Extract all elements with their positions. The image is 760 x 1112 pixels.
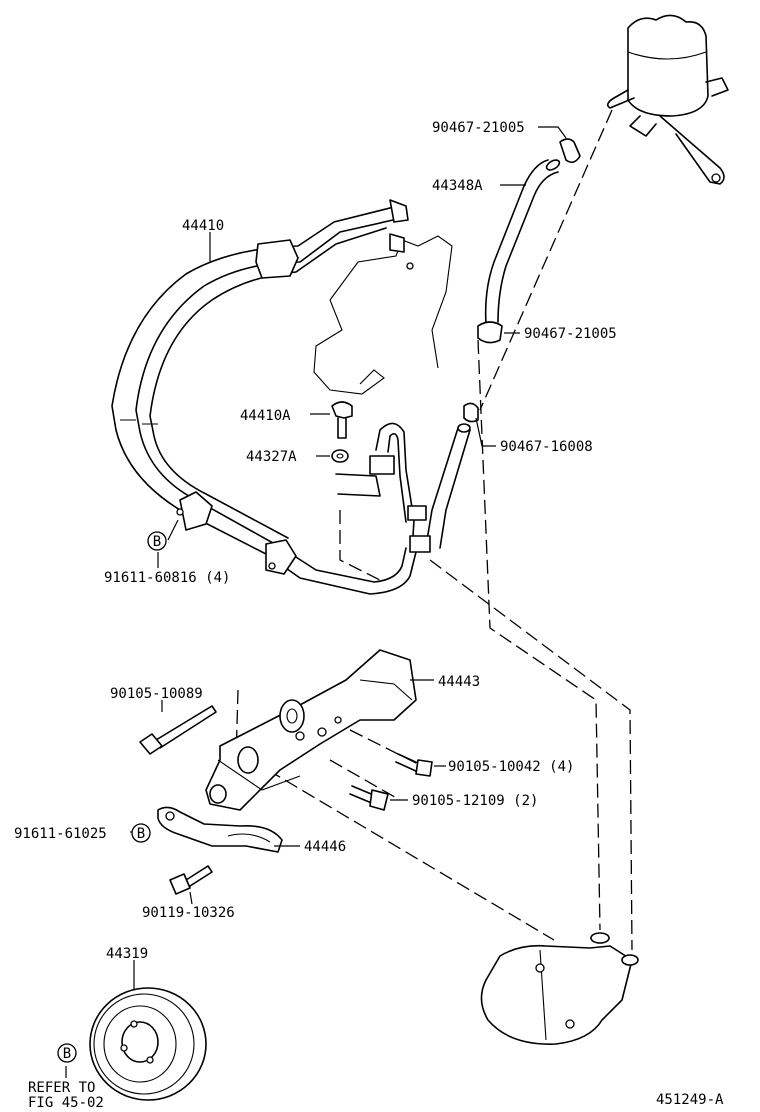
pressure-hose-assembly xyxy=(111,199,417,595)
steering-gear-outline xyxy=(313,235,453,395)
reservoir-tank xyxy=(606,14,729,185)
hose-clamp-mid xyxy=(477,321,503,344)
hose-clamp-top xyxy=(559,138,581,164)
label-refer-line2: FIG 45-02 xyxy=(28,1095,104,1111)
label-refer-line1: REFER TO xyxy=(28,1080,95,1096)
label-90467-16008: 90467-16008 xyxy=(500,439,593,455)
callout-b-upper-letter: B xyxy=(153,534,161,550)
label-91611-61025: 91611-61025 xyxy=(14,826,107,842)
vane-pump xyxy=(480,932,639,1045)
bolt-90105-12109 xyxy=(349,785,389,811)
label-90105-12109: 90105-12109 (2) xyxy=(412,793,538,809)
label-44327A: 44327A xyxy=(246,449,297,465)
label-44410: 44410 xyxy=(182,218,224,234)
suction-hose xyxy=(425,402,479,549)
figure-id: 451249-A xyxy=(656,1092,724,1108)
label-44443: 44443 xyxy=(438,674,480,690)
label-90105-10042: 90105-10042 (4) xyxy=(448,759,574,775)
label-91611-60816: 91611-60816 (4) xyxy=(104,570,230,586)
pump-pulley xyxy=(89,987,207,1101)
return-hose xyxy=(484,159,561,325)
bolt-90119-10326 xyxy=(169,865,213,895)
label-44446: 44446 xyxy=(304,839,346,855)
label-90467-21005-mid: 90467-21005 xyxy=(524,326,617,342)
return-pipe xyxy=(335,422,431,553)
callout-b-upper: B xyxy=(147,531,167,551)
label-90467-21005-top: 90467-21005 xyxy=(432,120,525,136)
label-90105-10089: 90105-10089 xyxy=(110,686,203,702)
callout-b-lower-letter: B xyxy=(63,1046,71,1062)
bolt-90105-10089 xyxy=(139,705,217,755)
callout-b-lower: B xyxy=(57,1043,77,1063)
label-90119-10326: 90119-10326 xyxy=(142,905,235,921)
gasket xyxy=(331,449,349,463)
label-44410A: 44410A xyxy=(240,408,291,424)
callout-b-mid-letter: B xyxy=(137,826,145,842)
label-44319: 44319 xyxy=(106,946,148,962)
callout-b-mid: B xyxy=(131,823,151,843)
bolt-90105-10042 xyxy=(395,753,433,777)
assembly-lines xyxy=(127,109,633,1051)
adjusting-bar xyxy=(157,806,283,853)
pump-bracket xyxy=(205,649,417,811)
label-44348A: 44348A xyxy=(432,178,483,194)
union-bolt xyxy=(331,401,353,439)
